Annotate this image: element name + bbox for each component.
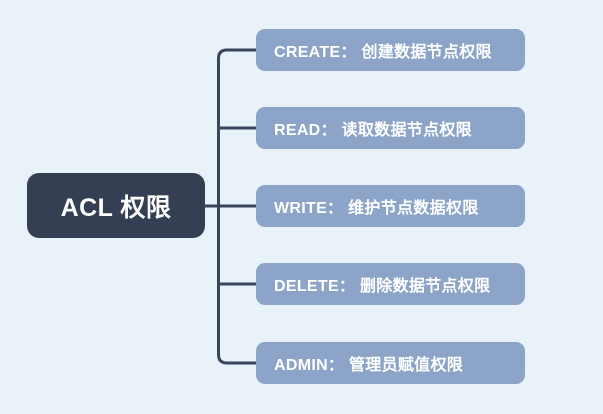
- branch-node-create[interactable]: CREATE： 创建数据节点权限: [256, 29, 525, 71]
- root-node-acl[interactable]: ACL 权限: [27, 173, 205, 238]
- branch-node-admin[interactable]: ADMIN： 管理员赋值权限: [256, 342, 525, 384]
- branch-node-label: ADMIN： 管理员赋值权限: [274, 357, 464, 374]
- branch-node-delete[interactable]: DELETE： 删除数据节点权限: [256, 263, 525, 305]
- branch-node-label: READ： 读取数据节点权限: [274, 122, 472, 139]
- branch-node-label: WRITE： 维护节点数据权限: [274, 200, 479, 217]
- branch-node-label: CREATE： 创建数据节点权限: [274, 44, 492, 61]
- branch-node-write[interactable]: WRITE： 维护节点数据权限: [256, 185, 525, 227]
- root-node-label: ACL 权限: [60, 193, 172, 222]
- branch-node-label: DELETE： 删除数据节点权限: [274, 278, 491, 295]
- branch-node-read[interactable]: READ： 读取数据节点权限: [256, 107, 525, 149]
